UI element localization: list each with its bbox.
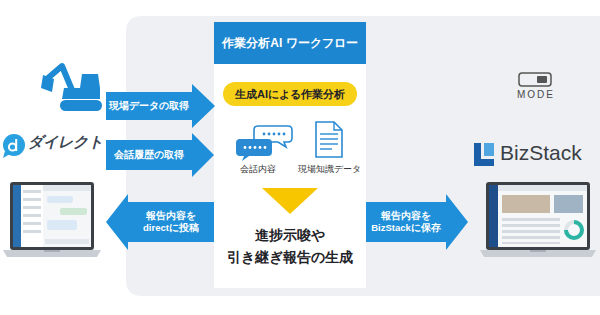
block-arrow	[106, 84, 215, 128]
laptop-screen	[13, 185, 91, 247]
app-logo-node: ダイレクト	[2, 120, 106, 260]
laptop-screen	[489, 185, 587, 247]
laptop-base	[480, 250, 596, 257]
service-logo-node: BizStack	[468, 138, 598, 262]
app-sidebar	[489, 185, 498, 247]
workflow-header-band	[214, 22, 366, 64]
app-sidebar	[13, 185, 21, 247]
process-name: 生成AIによる作業分析	[235, 87, 345, 101]
chat-list	[21, 185, 43, 247]
bizstack-logo-block	[484, 143, 494, 156]
laptop-illustration	[480, 182, 596, 257]
app-header	[498, 185, 587, 191]
bizstack-logo-l	[474, 143, 494, 166]
logo-glyph-stem	[15, 139, 17, 151]
arrow-label: 報告内容を BizStackに保存	[368, 202, 444, 242]
mode-logo-icon	[519, 73, 551, 86]
laptop-lid	[486, 182, 590, 250]
logo-bubble-tail	[3, 151, 10, 158]
bizstack-logo-icon	[474, 143, 494, 166]
mode-logo-frame	[519, 73, 551, 86]
document-sheet	[316, 122, 342, 157]
chat-icon	[236, 126, 292, 161]
chat-input	[45, 239, 89, 244]
photo-thumbnail	[502, 195, 550, 213]
donut-track	[566, 222, 582, 238]
workflow-box: 作業分析AI ワークフロー進捗示唆や 引き継ぎ報告の生成 生成AIによる作業分析	[214, 22, 366, 288]
document-lines	[320, 134, 338, 149]
laptop-lid	[10, 182, 94, 250]
block-arrow	[106, 194, 214, 250]
workflow-output: 進捗示唆や 引き継ぎ報告の生成	[214, 225, 366, 269]
arrow-label: 現場データの取得	[106, 92, 192, 120]
laptop-notch	[530, 250, 546, 252]
block-arrow	[366, 194, 468, 250]
document-icon	[316, 122, 342, 157]
process-pill: 生成AIによる作業分析	[223, 82, 357, 106]
flow-triangle	[262, 188, 318, 214]
app-name: ダイレクト	[28, 132, 103, 152]
excavator-track	[60, 100, 102, 111]
photo-thumbnail	[554, 195, 583, 213]
chat-bubble	[47, 220, 77, 230]
workflow-ground	[214, 22, 366, 288]
laptop-notch	[44, 250, 60, 252]
laptop-base	[3, 250, 101, 257]
chat-bubble	[47, 196, 73, 203]
excavator-body	[62, 88, 100, 99]
chat-bubble	[60, 208, 87, 215]
icon-caption: 会話内容	[226, 163, 290, 176]
workflow-title: 作業分析AI ワークフロー	[214, 22, 366, 64]
direct-logo-icon	[3, 134, 25, 158]
mode-logo-knob	[537, 76, 547, 83]
brand-wordmark: MODE	[505, 89, 567, 100]
service-name: BizStack	[500, 140, 582, 166]
donut-value	[566, 222, 582, 238]
laptop-illustration	[3, 182, 101, 257]
document-fold	[334, 122, 342, 130]
arrow-label: 会話履歴の取得	[108, 140, 190, 170]
icon-caption: 現場知識データ	[296, 163, 362, 176]
chat-list-rows	[23, 190, 41, 233]
chat-header	[43, 185, 91, 191]
chat-bubble-filled	[236, 139, 272, 161]
table-rows	[502, 218, 560, 244]
logo-glyph-bowl	[9, 143, 16, 150]
excavator-icon	[41, 66, 102, 111]
arrow-label: 報告内容を directに投稿	[130, 202, 212, 242]
excavator-cab	[80, 74, 100, 88]
excavator-bucket	[41, 75, 54, 92]
block-arrow	[106, 133, 214, 177]
